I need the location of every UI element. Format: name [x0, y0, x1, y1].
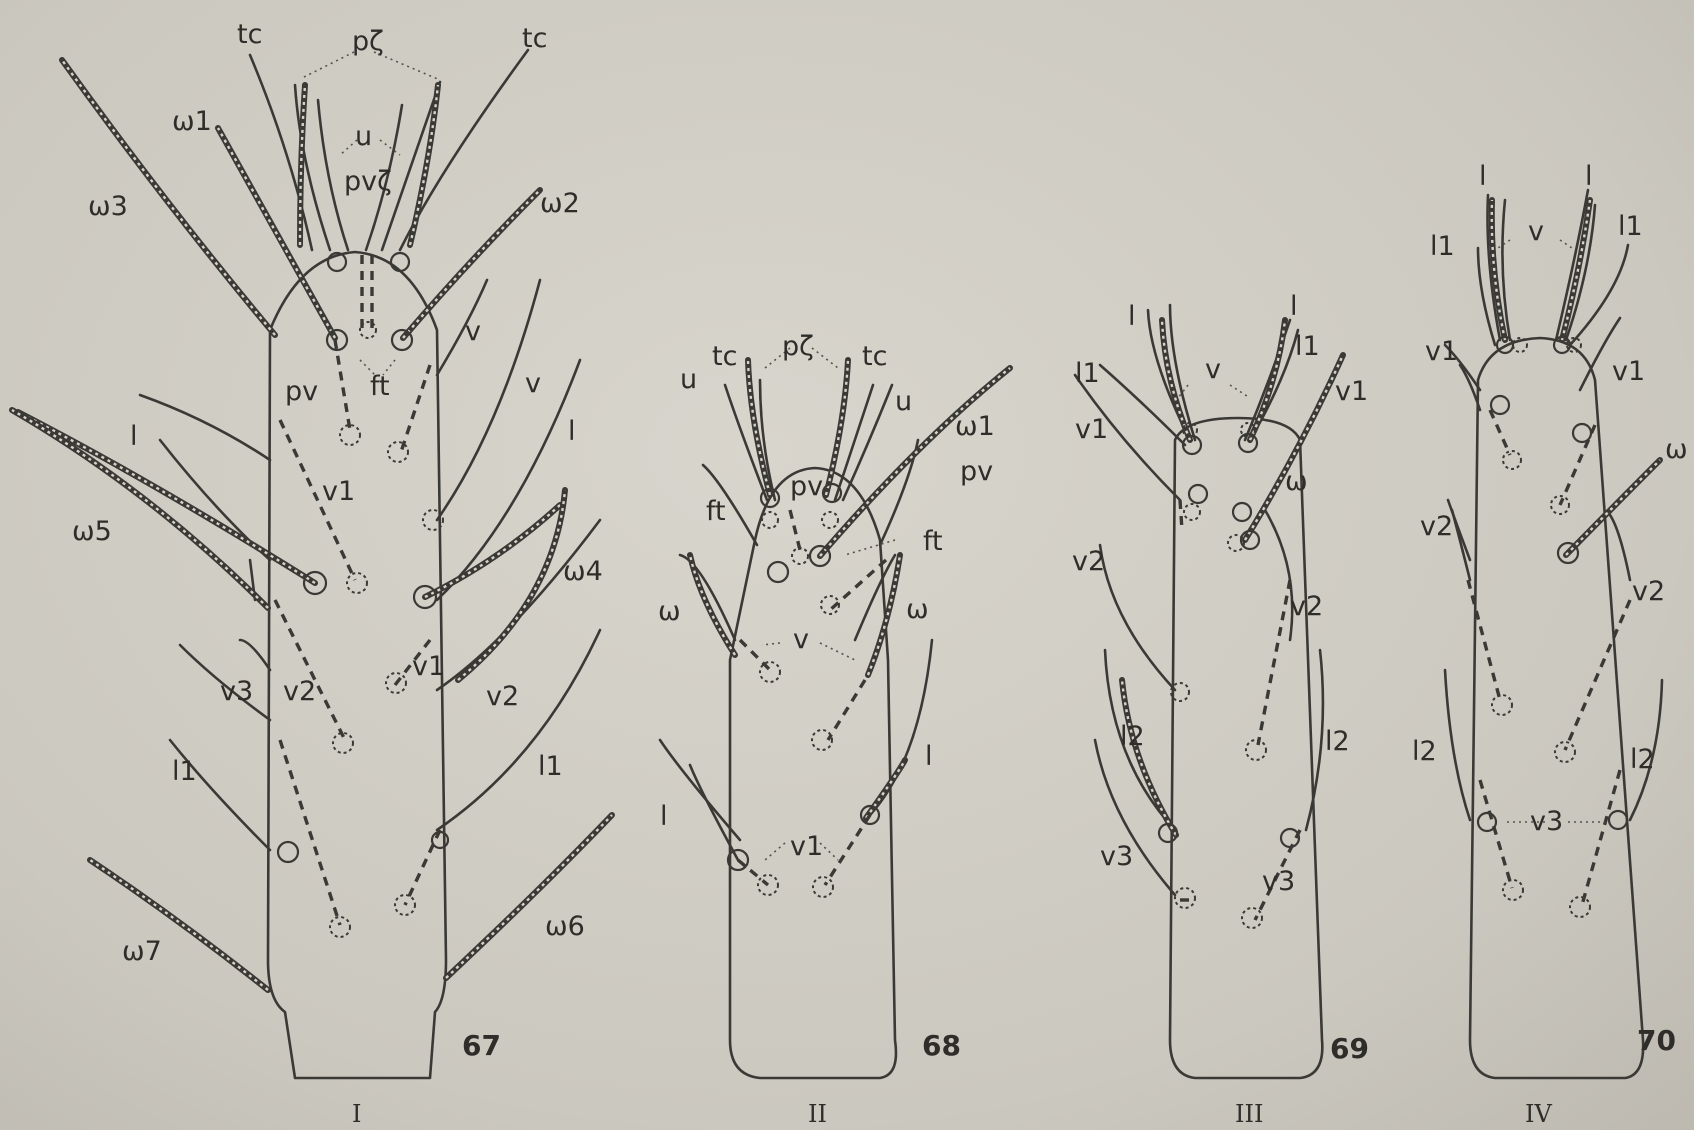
- fig68-setae: [660, 380, 932, 860]
- fig68-label: pv: [790, 471, 823, 502]
- fig68-label: tc: [862, 341, 887, 372]
- figure-69: [1075, 305, 1343, 1078]
- fig67-label: ω5: [72, 516, 112, 547]
- fig70-label: l2: [1630, 744, 1655, 775]
- fig69-label: v2: [1290, 591, 1323, 622]
- roman-numerals: I II III IV: [352, 1100, 1552, 1128]
- figure-68: [660, 348, 1010, 1078]
- fig67-label: ω2: [540, 188, 580, 219]
- fig67-label: ω6: [545, 911, 585, 942]
- fig68-label: v: [793, 624, 809, 655]
- figure-number: 69: [1330, 1032, 1369, 1065]
- fig70-label: v2: [1420, 511, 1453, 542]
- fig69-label: l2: [1120, 721, 1145, 752]
- fig70-label: l1: [1430, 231, 1455, 262]
- figure-number: 67: [462, 1029, 501, 1062]
- fig69-label: v1: [1075, 414, 1108, 445]
- fig68-label: u: [680, 364, 697, 395]
- fig69-label: l2: [1325, 726, 1350, 757]
- fig69-label: l: [1128, 301, 1136, 332]
- fig69-label: v2: [1072, 546, 1105, 577]
- fig68-label: v1: [790, 831, 823, 862]
- fig70-label: l2: [1412, 736, 1437, 767]
- fig68-label: ft: [706, 496, 726, 527]
- fig67-label: pζ: [352, 26, 384, 57]
- fig67-label: v1: [412, 651, 445, 682]
- fig68-dashed: [738, 510, 886, 885]
- fig67-label: l1: [538, 751, 563, 782]
- fig70-label: v1: [1612, 356, 1645, 387]
- fig67-label: v2: [283, 676, 316, 707]
- fig69-label: l: [1290, 291, 1298, 322]
- fig69-label: ω: [1285, 466, 1308, 497]
- roman-numeral: II: [808, 1100, 827, 1128]
- fig70-label: l1: [1618, 211, 1643, 242]
- fig68-label: u: [895, 386, 912, 417]
- fig67-label: ω7: [122, 936, 162, 967]
- fig69-solenidia: [1122, 320, 1343, 835]
- figure-number: 68: [922, 1029, 961, 1062]
- fig67-label: l1: [172, 756, 197, 787]
- fig67-label: v3: [220, 676, 253, 707]
- fig68-label: pv: [960, 456, 993, 487]
- fig67-label: v: [525, 368, 541, 399]
- fig70-label: l: [1585, 161, 1593, 192]
- figure-numbers: 67 68 69 70: [462, 1024, 1676, 1065]
- fig67-label: v1: [322, 476, 355, 507]
- fig67-label: ω4: [563, 556, 603, 587]
- fig68-label: pζ: [782, 331, 814, 362]
- fig69-dashed: [1180, 500, 1300, 920]
- fig68-label: ω: [658, 596, 681, 627]
- fig70-label: ω: [1665, 434, 1688, 465]
- fig70-label: v3: [1530, 806, 1563, 837]
- fig67-sockets: [278, 253, 448, 937]
- fig69-label: l1: [1075, 358, 1100, 389]
- fig70-label: l: [1479, 161, 1487, 192]
- figure-number: 70: [1637, 1024, 1676, 1057]
- fig67-label: tc: [237, 19, 262, 50]
- fig68-label: ω: [906, 594, 929, 625]
- fig67-label: ft: [370, 371, 390, 402]
- fig67-label: pvζ: [344, 166, 392, 197]
- roman-numeral: III: [1235, 1100, 1263, 1128]
- fig70-outline: [1470, 338, 1643, 1078]
- fig67-label: ω1: [172, 106, 212, 137]
- fig69-label: v: [1205, 354, 1221, 385]
- fig67-label: v: [465, 316, 481, 347]
- fig67-label: u: [355, 121, 372, 152]
- fig68-label: tc: [712, 341, 737, 372]
- fig69-outline: [1170, 418, 1322, 1078]
- fig67-label: tc: [522, 23, 547, 54]
- roman-numeral: IV: [1525, 1100, 1552, 1128]
- fig67-label: l: [568, 416, 576, 447]
- fig67-label: pv: [285, 376, 318, 407]
- fig68-outline: [730, 468, 896, 1078]
- fig69-label: v3: [1100, 841, 1133, 872]
- fig70-label: v1: [1425, 336, 1458, 367]
- fig67-label: ω3: [88, 191, 128, 222]
- roman-numeral: I: [352, 1100, 361, 1128]
- fig67-label: l: [130, 421, 138, 452]
- fig69-label: v1: [1335, 376, 1368, 407]
- fig68-label: l: [660, 801, 668, 832]
- fig69-label: v3: [1262, 866, 1295, 897]
- fig70-label: v: [1528, 216, 1544, 247]
- fig69-leaders: [1178, 385, 1250, 398]
- figure-70: [1445, 190, 1662, 1078]
- fig70-label: v2: [1632, 576, 1665, 607]
- fig68-label: ω1: [955, 411, 995, 442]
- fig67-label: v2: [486, 681, 519, 712]
- fig69-label: l1: [1295, 331, 1320, 362]
- fig68-label: ft: [923, 526, 943, 557]
- fig68-label: l: [925, 741, 933, 772]
